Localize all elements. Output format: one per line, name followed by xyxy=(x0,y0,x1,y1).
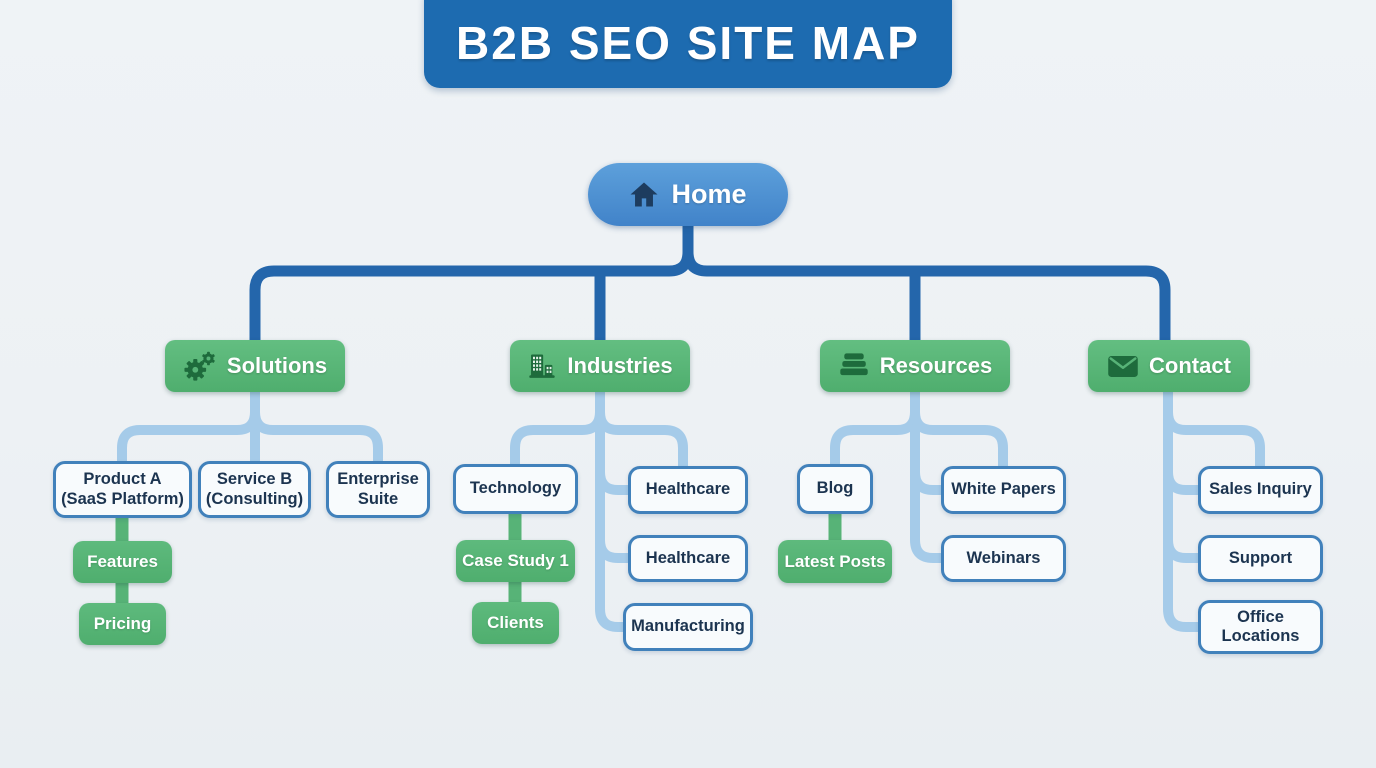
node-label: Contact xyxy=(1149,353,1231,378)
node-case-study-1: Case Study 1 xyxy=(456,540,575,582)
node-contact: Contact xyxy=(1088,340,1250,392)
node-label: Industries xyxy=(567,353,673,378)
node-pricing: Pricing xyxy=(79,603,166,645)
node-label: Support xyxy=(1228,548,1293,567)
node-label: Healthcare xyxy=(645,480,731,499)
node-resources: Resources xyxy=(820,340,1010,392)
node-label: Blog xyxy=(816,479,854,498)
node-blog: Blog xyxy=(797,464,873,514)
building-icon xyxy=(527,351,557,381)
node-service-b: Service B (Consulting) xyxy=(198,461,311,518)
node-label: Sales Inquiry xyxy=(1209,480,1312,499)
node-product-a: Product A (SaaS Platform) xyxy=(53,461,192,518)
envelope-icon xyxy=(1107,354,1139,379)
node-label: White Papers xyxy=(951,480,1056,499)
node-label: Latest Posts xyxy=(784,551,886,571)
page-title: B2B SEO SITE MAP xyxy=(456,17,920,69)
node-white-papers: White Papers xyxy=(941,466,1066,514)
node-industries: Industries xyxy=(510,340,690,392)
node-home: Home xyxy=(588,163,788,226)
node-technology: Technology xyxy=(453,464,578,514)
node-sales-inquiry: Sales Inquiry xyxy=(1198,466,1323,514)
node-label: Office Locations xyxy=(1221,607,1300,645)
title-banner: B2B SEO SITE MAP xyxy=(424,0,952,88)
node-label: Webinars xyxy=(966,548,1041,567)
node-label: Pricing xyxy=(93,614,152,633)
home-icon xyxy=(629,181,659,208)
node-label: Resources xyxy=(879,353,993,378)
node-features: Features xyxy=(73,541,172,583)
gears-icon xyxy=(183,350,217,382)
node-healthcare-2: Healthcare xyxy=(628,535,748,582)
node-label: Clients xyxy=(487,613,544,632)
node-label: Case Study 1 xyxy=(462,551,569,570)
node-healthcare-1: Healthcare xyxy=(628,466,748,514)
node-label: Product A (SaaS Platform) xyxy=(61,470,184,508)
node-label: Service B (Consulting) xyxy=(205,470,304,508)
node-enterprise-suite: Enterprise Suite xyxy=(326,461,430,518)
node-latest-posts: Latest Posts xyxy=(778,540,892,583)
node-label: Healthcare xyxy=(645,548,731,567)
node-clients: Clients xyxy=(472,602,559,644)
node-solutions: Solutions xyxy=(165,340,345,392)
node-label: Enterprise Suite xyxy=(337,470,419,508)
node-support: Support xyxy=(1198,535,1323,582)
node-label: Features xyxy=(87,552,158,571)
node-label: Home xyxy=(671,179,747,209)
node-manufacturing: Manufacturing xyxy=(623,603,753,651)
books-icon xyxy=(838,351,870,381)
node-label: Technology xyxy=(469,479,562,498)
node-label: Solutions xyxy=(226,353,328,378)
node-webinars: Webinars xyxy=(941,535,1066,582)
node-label: Manufacturing xyxy=(631,617,745,636)
node-office-locations: Office Locations xyxy=(1198,600,1323,654)
